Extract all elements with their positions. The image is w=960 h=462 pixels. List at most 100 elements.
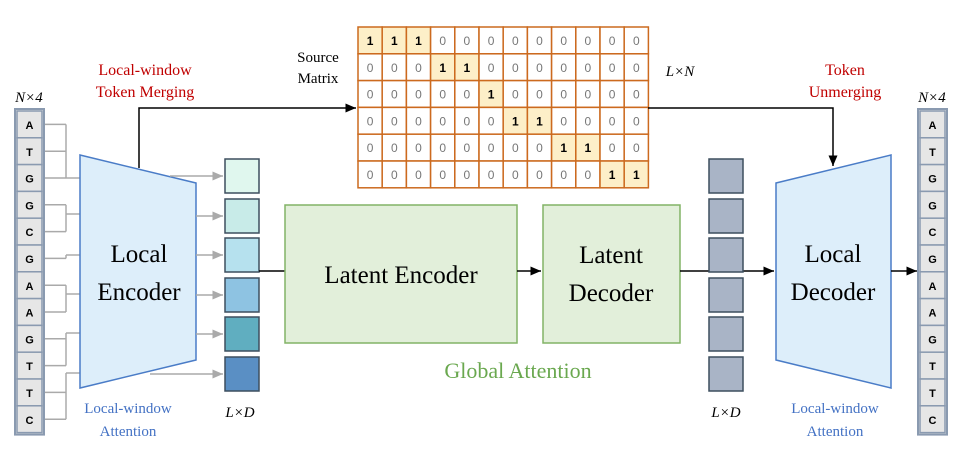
matrix-cell	[454, 133, 480, 162]
matrix-value: 0	[464, 168, 471, 182]
matrix-value: 0	[536, 168, 543, 182]
matrix-value: 0	[536, 88, 543, 102]
encoder-output-arrows	[150, 171, 223, 379]
matrix-cell	[599, 79, 625, 109]
matrix-value: 0	[439, 141, 446, 155]
merging-label-2: Token Merging	[96, 84, 195, 101]
matrix-value: 0	[391, 168, 398, 182]
latent-encoder	[284, 204, 518, 344]
matrix-value: 0	[415, 61, 422, 75]
matrix-value: 0	[464, 141, 471, 155]
base-label: A	[26, 308, 34, 320]
matrix-value: 0	[488, 168, 495, 182]
matrix-cell	[575, 26, 601, 55]
matrix-value: 0	[439, 114, 446, 128]
matrix-value: 1	[488, 88, 495, 102]
base-cell	[16, 244, 43, 273]
base-label: T	[929, 361, 936, 373]
base-cell	[919, 163, 946, 193]
local-decoder-caption-1: Local-window	[791, 401, 879, 417]
base-label: G	[928, 200, 937, 212]
matrix-value: 0	[633, 114, 640, 128]
base-cell	[16, 405, 43, 434]
encoder-tokens	[224, 158, 260, 392]
base-label: A	[929, 308, 937, 320]
matrix-value: 0	[439, 88, 446, 102]
matrix-cell	[623, 106, 650, 135]
base-cell	[919, 217, 946, 246]
matrix-value: 1	[464, 61, 471, 75]
encoder-token	[224, 158, 260, 194]
base-label: T	[26, 147, 33, 159]
latent-decoder-label-2: Decoder	[569, 280, 654, 307]
matrix-value: 0	[585, 88, 592, 102]
matrix-value: 0	[415, 141, 422, 155]
base-label: G	[928, 334, 937, 346]
left-connector-lines	[42, 123, 80, 420]
base-cell	[16, 217, 43, 246]
base-label: T	[26, 388, 33, 400]
matrix-cell	[623, 79, 650, 109]
matrix-value: 0	[585, 114, 592, 128]
encoder-token	[224, 198, 260, 234]
encoder-token	[224, 356, 260, 392]
matrix-value: 0	[512, 168, 519, 182]
matrix-value: 0	[464, 34, 471, 48]
local-decoder	[775, 154, 892, 389]
matrix-value: 0	[464, 88, 471, 102]
matrix-value: 1	[512, 114, 519, 128]
merging-arrow	[138, 103, 356, 168]
matrix-cell	[599, 160, 625, 189]
base-cell	[16, 378, 43, 407]
matrix-value: 0	[415, 114, 422, 128]
matrix-value: 0	[560, 114, 567, 128]
base-cell	[919, 110, 946, 139]
merging-label-1: Local-window	[98, 62, 192, 79]
base-label: T	[929, 147, 936, 159]
matrix-value: 0	[488, 61, 495, 75]
matrix-value: 0	[609, 114, 616, 128]
matrix-value: 1	[439, 61, 446, 75]
base-label: G	[25, 174, 34, 186]
matrix-cell	[575, 133, 601, 162]
base-label: G	[928, 254, 937, 266]
source-matrix-label-1: Source	[297, 50, 339, 66]
matrix-cell	[454, 106, 480, 135]
base-cell	[919, 137, 946, 166]
base-cell	[16, 351, 43, 380]
matrix-cell	[429, 160, 456, 189]
base-label: A	[929, 120, 937, 132]
encoder-token	[224, 277, 260, 313]
matrix-value: 1	[415, 34, 422, 48]
matrix-value: 1	[585, 141, 592, 155]
matrix-value: 0	[391, 88, 398, 102]
matrix-value: 1	[633, 168, 640, 182]
matrix-value: 0	[367, 114, 374, 128]
base-label: C	[929, 415, 937, 427]
local-decoder-label-2: Decoder	[791, 279, 876, 306]
base-cell	[16, 271, 43, 300]
matrix-value: 0	[633, 88, 640, 102]
base-cell	[16, 190, 43, 219]
matrix-value: 0	[560, 168, 567, 182]
local-encoder-caption-2: Attention	[100, 424, 157, 440]
matrix-value: 0	[464, 114, 471, 128]
decoder-token	[708, 316, 744, 352]
matrix-cell	[405, 26, 432, 55]
matrix-value: 0	[633, 61, 640, 75]
matrix-value: 0	[391, 141, 398, 155]
encoder-token	[224, 237, 260, 273]
decoder-token	[708, 158, 744, 194]
matrix-value: 0	[488, 34, 495, 48]
unmerging-label-1: Token	[825, 62, 865, 79]
matrix-value: 0	[439, 168, 446, 182]
matrix-cell	[381, 160, 408, 189]
matrix-value: 1	[609, 168, 616, 182]
matrix-value: 0	[512, 61, 519, 75]
matrix-cell	[526, 160, 553, 189]
local-decoder-caption-2: Attention	[807, 424, 864, 440]
matrix-value: 0	[367, 61, 374, 75]
